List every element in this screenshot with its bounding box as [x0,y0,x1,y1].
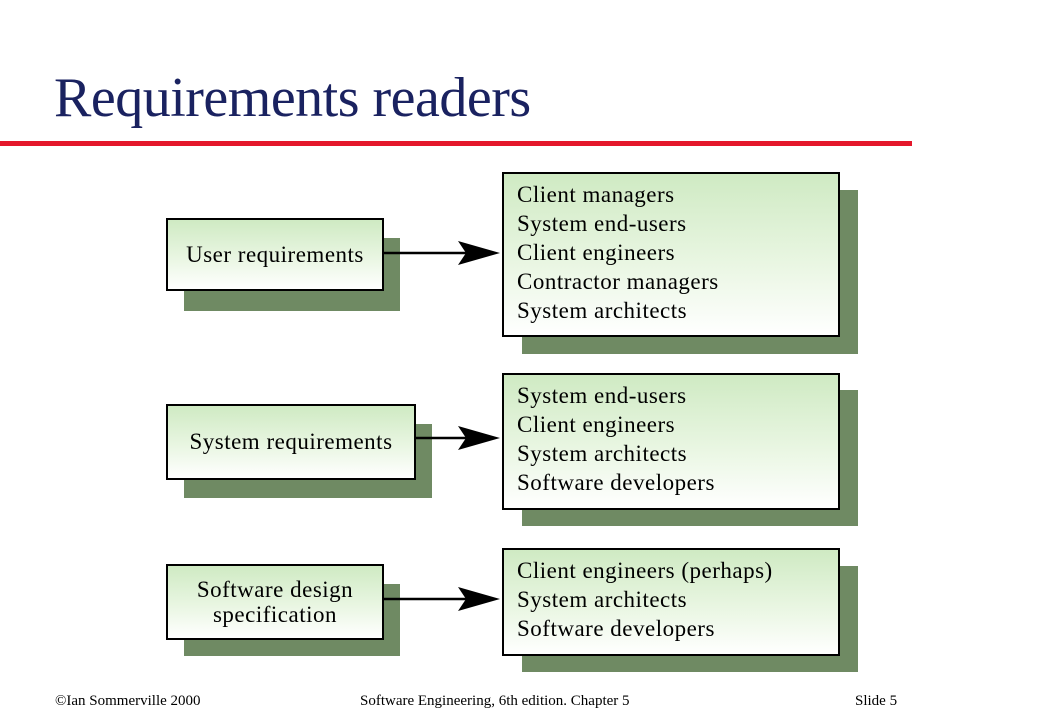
reader-item: System architects [517,298,688,323]
reader-item: Client managers [517,182,675,207]
title-underline [0,141,912,146]
readers-box-user-requirements: Client managers System end-users Client … [502,172,840,337]
arrow-user-requirements [384,241,500,265]
reader-item: System architects [517,441,688,466]
footer-slide-number: Slide 5 [855,693,898,709]
source-box-label-line: Software design [196,576,354,602]
source-box-label: System requirements [189,429,393,455]
reader-item: System architects [517,587,688,612]
reader-item: Client engineers [517,240,676,265]
reader-item: Software developers [517,616,715,641]
source-box-label-line: specification [212,602,337,627]
footer-book-title: Software Engineering, 6th edition. Chapt… [360,693,630,709]
slide-title: Requirements readers [54,67,531,129]
readers-box-system-requirements: System end-users Client engineers System… [502,373,840,510]
source-box-user-requirements: User requirements [166,218,384,291]
reader-item: Client engineers (perhaps) [517,558,773,583]
reader-item: System end-users [517,211,687,236]
reader-item: Client engineers [517,412,676,437]
footer-copyright: ©Ian Sommerville 2000 [55,693,201,709]
reader-item: Software developers [517,470,715,495]
arrow-system-requirements [416,426,500,450]
reader-item: System end-users [517,383,687,408]
arrow-software-design-specification [384,587,500,611]
source-box-label: User requirements [186,241,364,267]
readers-box-software-design-specification: Client engineers (perhaps) System archit… [502,548,840,656]
source-box-system-requirements: System requirements [166,404,416,480]
reader-item: Contractor managers [517,269,719,294]
source-box-software-design-specification: Software design specification [166,564,384,640]
